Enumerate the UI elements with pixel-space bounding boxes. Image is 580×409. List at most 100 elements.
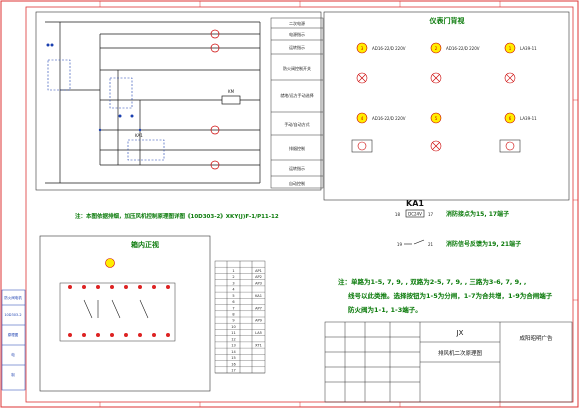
legend-table: [270, 17, 324, 189]
instrument-code: AD16-22/D 220V: [372, 46, 406, 51]
table-cell: KA1: [255, 294, 262, 298]
legend-row: 手动/自动方式: [284, 121, 309, 127]
top-ruler: [99, 1, 578, 407]
lamp-icon: [210, 160, 220, 170]
relay-pin-right: 17: [428, 212, 434, 217]
table-cell: 17: [231, 369, 235, 373]
drawing-name: 排风机二次原理图: [438, 349, 483, 357]
lamp-icon: [504, 42, 516, 54]
note-line: 注：单路为1-5, 7, 9, , 双路为2-5, 7, 9, , 三路为3-6…: [338, 277, 526, 286]
instrument-panel-title: 仪表门背视: [429, 16, 465, 25]
table-cell: AP2: [255, 275, 262, 279]
table-cell: AP1: [255, 269, 262, 273]
table-cell: 14: [231, 350, 236, 354]
relay-terminals: [68, 285, 170, 337]
table-cell: 7: [232, 306, 234, 310]
instrument-item: 3 AD16-22/D 220V: [356, 42, 406, 54]
legend-row: 防火阀控制开关: [283, 65, 311, 71]
side-label: 电: [11, 352, 15, 357]
table-cell: LA5: [255, 331, 262, 335]
instrument-num: 3: [361, 46, 364, 51]
legend-row: 自动控制: [289, 180, 305, 186]
junction-dots: [46, 43, 142, 132]
relay-pin-left: 18: [395, 212, 401, 217]
lamp-icon: [210, 29, 220, 39]
relay-contacts: [83, 299, 149, 319]
legend-row: 排烟控制: [289, 145, 305, 151]
dashed-boxes: [47, 59, 165, 161]
table-cell: 5: [232, 294, 234, 298]
table-cell: 9: [232, 319, 234, 323]
title-block: [324, 321, 573, 403]
legend-row: 运转指示: [289, 44, 305, 50]
circuit-wires: [45, 21, 261, 184]
instrument-code: AD16-22/D 220V: [446, 46, 480, 51]
relay-contact-line: [413, 239, 425, 245]
table-cell: 8: [232, 313, 234, 317]
instrument-item: 6 LA39-11: [504, 112, 537, 124]
instrument-code: LA39-11: [520, 116, 537, 121]
instrument-code: AD16-22/D 220V: [372, 116, 406, 121]
cabinet-lamp-icon: [105, 258, 115, 268]
side-label: 原理图: [8, 332, 19, 337]
instrument-num: 4: [361, 116, 364, 121]
inner-frame: [25, 6, 574, 403]
table-cell: XT1: [255, 344, 262, 348]
relay-rail: [59, 282, 176, 342]
relay-coil-label: DC24V: [408, 212, 422, 217]
side-label: 制: [11, 372, 15, 377]
relay-pin-a: 19: [397, 242, 403, 247]
lamp-icon: [430, 42, 442, 54]
side-table: [1, 289, 26, 391]
table-cell: 11: [231, 331, 235, 335]
table-cell: 1: [232, 269, 234, 273]
instrument-code: LA39-11: [520, 46, 537, 51]
company-name: 成阳昭明广告: [519, 334, 553, 342]
table-cell: 10: [231, 325, 235, 329]
note-line: 防火阀为1-1, 1-3端子。: [348, 305, 422, 314]
instrument-num: 1: [509, 46, 512, 51]
table-cell: 6: [232, 300, 234, 304]
legend-row: 就地/远方手动选择: [280, 92, 313, 98]
lamp-icon: [356, 112, 368, 124]
legend-row: 电源指示: [289, 31, 305, 37]
table-cell: 13: [231, 344, 235, 348]
relay-ka1-label: KA1: [406, 199, 424, 208]
instrument-num: 2: [435, 46, 438, 51]
lamp-icon: [430, 112, 442, 124]
title-jx: JX: [456, 329, 464, 337]
instrument-item: 5: [430, 112, 442, 124]
table-cell: 16: [231, 362, 235, 366]
relay-desc-2: 消防信号反馈为19, 21端子: [446, 240, 521, 248]
legend-labels: 二次电源 电源指示 运转指示 防火阀控制开关 就地/远方手动选择 手动/自动方式…: [280, 20, 313, 186]
lamp-icon: [356, 42, 368, 54]
instrument-item: 4 AD16-22/D 220V: [356, 112, 406, 124]
lamp-symbols-row1: [356, 72, 516, 84]
table-cell: AP9: [255, 319, 262, 323]
relay-coil: [405, 209, 425, 218]
table-cell: 2: [232, 275, 234, 279]
instrument-item: 1 LA39-11: [504, 42, 537, 54]
indicator-lamps: [210, 29, 220, 170]
instrument-num: 5: [435, 116, 438, 121]
note-line: 线号以此类推。选择按钮为1-5为分闸，1-7为合共增，1-9为合闸端子: [348, 291, 553, 300]
legend-row: 二次电源: [289, 20, 305, 26]
ka1-circuit-label: KA1: [135, 133, 143, 138]
legend-row: 运转指示: [289, 165, 305, 171]
relay-desc-1: 消防接点为15, 17端子: [446, 210, 509, 218]
table-cell: 3: [232, 281, 234, 285]
relay-pin-b: 21: [428, 242, 434, 247]
cabinet-frame: [39, 235, 211, 392]
note-reference: 注：本图依据排烟，加压风机控制原理图详图《10D303-2》XKY(J)F-1/…: [75, 212, 279, 220]
side-label: 10D303-2: [4, 313, 21, 317]
table-cell: AP7: [255, 306, 262, 310]
cabinet-title: 箱内正视: [131, 240, 159, 249]
table-cell: 12: [231, 337, 235, 341]
schematic-frame: [35, 11, 322, 191]
table-cell: AP3: [255, 281, 262, 285]
table-cell: 15: [231, 356, 235, 360]
lamp-symbols-row2: [351, 139, 521, 153]
